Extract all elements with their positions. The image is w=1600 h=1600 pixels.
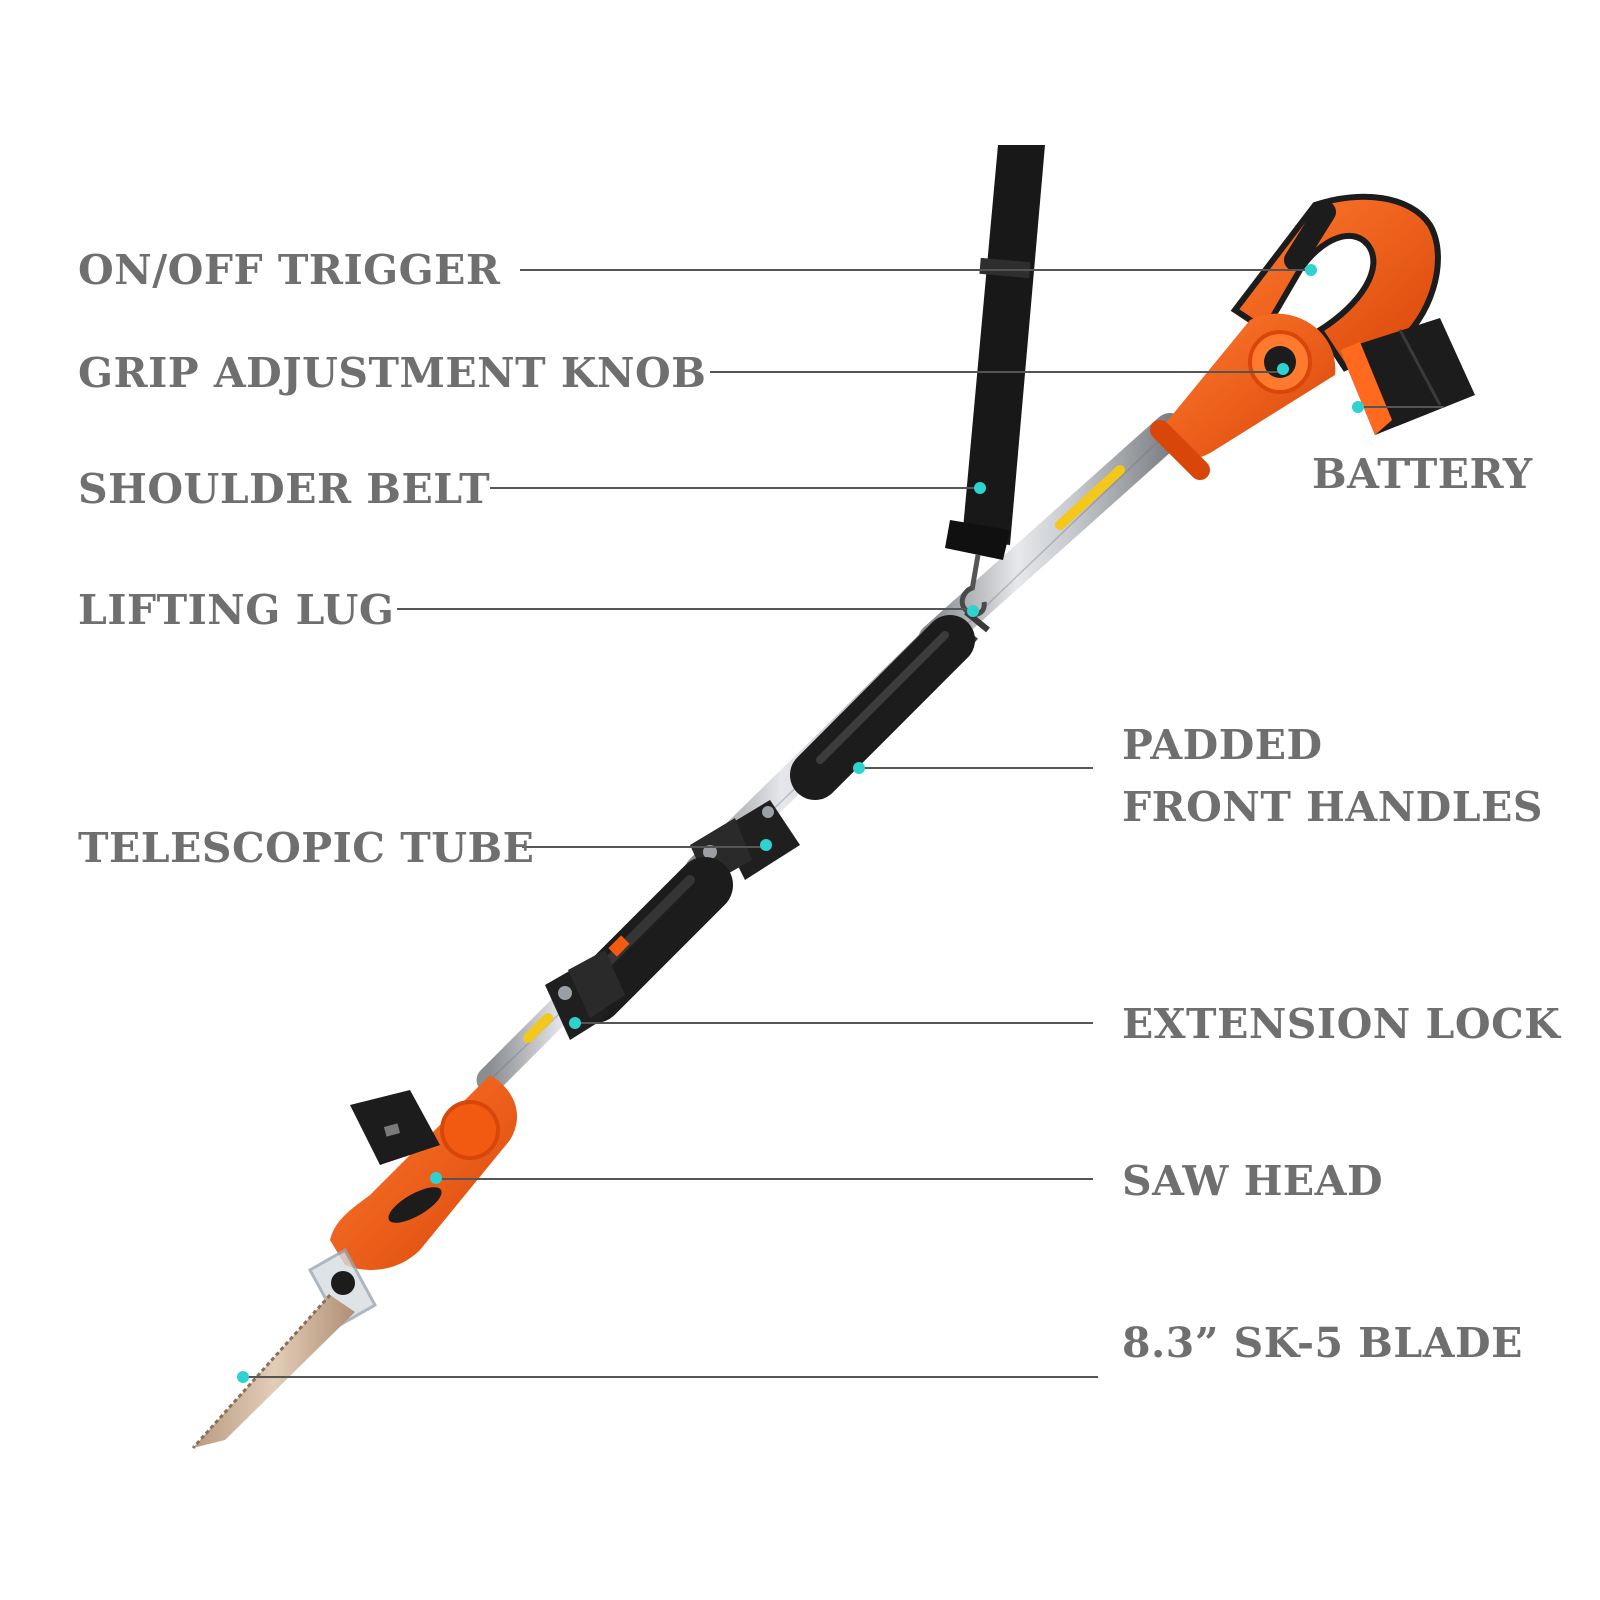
battery-pack <box>1340 318 1475 435</box>
label-padded-handles-line-1: PADDED <box>1122 721 1323 769</box>
label-telescopic-tube: TELESCOPIC TUBE <box>78 824 535 872</box>
label-padded-handles: PADDED FRONT HANDLES <box>1122 714 1543 838</box>
label-battery: BATTERY <box>1312 450 1533 498</box>
label-extension-lock: EXTENSION LOCK <box>1122 1000 1561 1048</box>
leader-lines <box>243 269 1444 1378</box>
dot-extension-lock <box>569 1017 581 1029</box>
shoulder-belt <box>945 145 1045 617</box>
pole-upper-section <box>918 413 1187 657</box>
label-grip-knob: GRIP ADJUSTMENT KNOB <box>78 349 707 397</box>
saw-blade <box>191 1293 355 1450</box>
dot-grip-knob <box>1277 363 1289 375</box>
label-saw-head: SAW HEAD <box>1122 1157 1384 1205</box>
dot-padded-handles <box>853 762 865 774</box>
dot-trigger <box>1305 264 1317 276</box>
dot-lifting-lug <box>967 605 979 617</box>
padded-front-handle <box>790 615 975 800</box>
label-blade: 8.3” SK-5 BLADE <box>1122 1319 1523 1367</box>
label-padded-handles-line-2: FRONT HANDLES <box>1122 783 1543 831</box>
lower-decal <box>523 1013 553 1043</box>
dot-telescopic-tube <box>760 839 772 851</box>
dot-battery <box>1352 401 1364 413</box>
pole-decals <box>523 465 1125 1043</box>
saw-head <box>330 1075 518 1270</box>
lower-extension-clamp <box>545 950 625 1040</box>
label-trigger: ON/OFF TRIGGER <box>78 246 501 294</box>
dot-saw-head <box>430 1172 442 1184</box>
label-shoulder-belt: SHOULDER BELT <box>78 465 491 513</box>
dot-blade <box>237 1371 249 1383</box>
handle-highlight <box>816 631 949 764</box>
marker-dots <box>237 264 1364 1383</box>
dot-shoulder-belt <box>974 482 986 494</box>
grip-adjustment-knob <box>1248 330 1312 394</box>
label-lifting-lug: LIFTING LUG <box>78 586 395 634</box>
upper-decal <box>1055 465 1125 530</box>
